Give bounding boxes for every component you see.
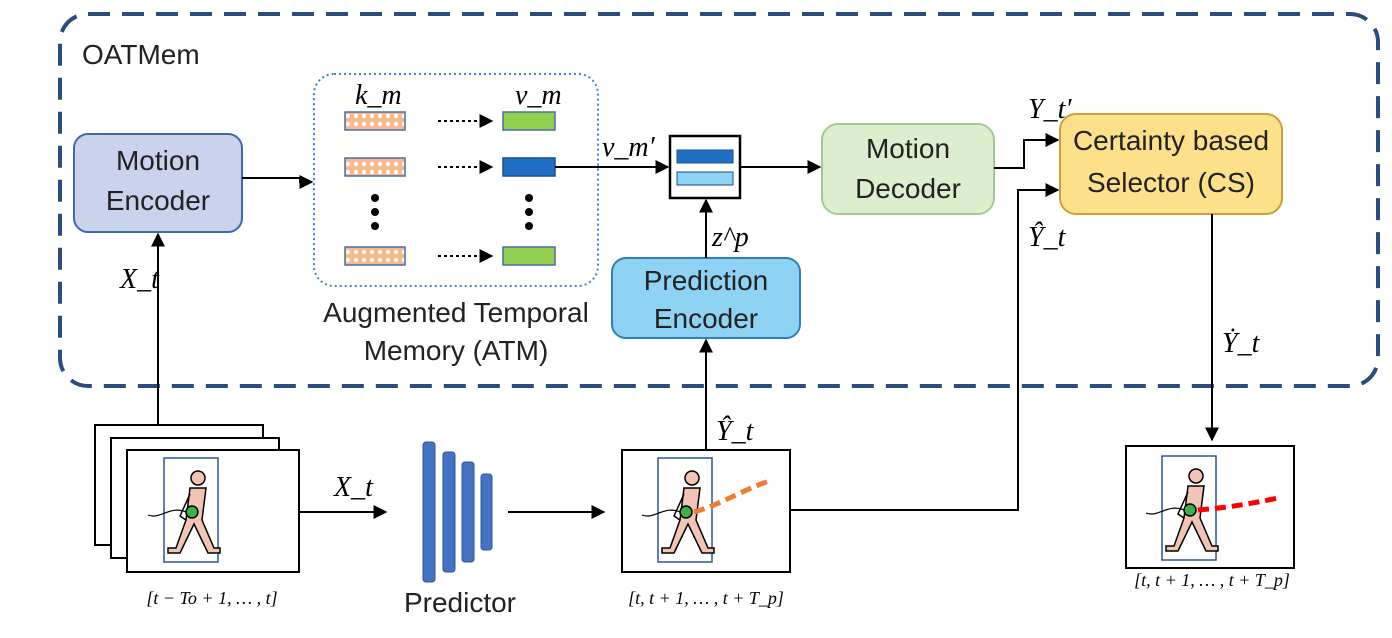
prediction-encoder-box: Prediction Encoder [611,257,801,339]
x-t-encoder-label: X_t [119,264,160,295]
motion-decoder-label-2: Decoder [855,173,961,204]
output-frame [1125,445,1295,569]
selected-trajectory [1197,495,1279,513]
atm-key-cell-1 [344,111,406,131]
atm-value-cell-2 [502,157,556,177]
prediction-to-selector-arrow [790,183,1060,511]
encoder-to-atm-arrow [242,175,314,189]
pedestrian-icon [147,470,221,554]
atm-ellipsis-values [525,194,533,230]
atm-value-cell-1 [502,111,556,131]
prediction-encoder-label-2: Encoder [654,303,758,334]
pedestrian-icon [1145,468,1219,552]
y-prime-label: Y_t′ [1028,94,1072,125]
oatmem-container [58,12,1380,388]
concat-block [668,134,742,200]
atm-key-cell-3 [344,246,406,266]
y-hat-predenc-label: Ŷ_t [716,416,755,447]
atm-value-label: v_m [515,80,562,111]
atm-key-cell-2 [344,157,406,177]
x-t-predictor-label: X_t [333,472,374,503]
atm-box [313,73,599,287]
motion-encoder-label-2: Encoder [106,185,210,216]
decoder-to-selector-arrow [994,133,1060,169]
prediction-encoder-label-1: Prediction [644,265,769,296]
motion-decoder-box: Motion Decoder [821,123,995,215]
atm-value-cell-3 [502,246,556,266]
v-m-prime-label: v_m′ [602,132,656,163]
motion-encoder-label-1: Motion [116,145,200,176]
predictor-network [422,441,493,583]
output-range-label: [t, t + 1, … , t + T_p] [1134,570,1290,590]
selector-label-2: Selector (CS) [1087,167,1255,198]
y-hat-selector-label: Ŷ_t [1028,222,1067,253]
atm-caption-2: Memory (ATM) [364,335,549,366]
atm-caption-1: Augmented Temporal [323,297,589,328]
pedestrian-icon [641,470,715,554]
atm-ellipsis-keys [371,194,379,230]
y-dot-label: Ẏ_t [1222,328,1261,359]
oatmem-title: OATMem [82,39,200,70]
selector-label-1: Certainty based [1073,125,1269,156]
z-p-label: z^p [711,222,749,253]
motion-encoder-box: Motion Encoder [73,133,243,233]
atm-key-label: k_m [355,80,402,111]
input-frames [94,424,300,573]
predicted-trajectory [693,477,773,515]
prediction-range-label: [t, t + 1, … , t + T_p] [628,588,784,608]
prediction-frame [621,449,791,573]
motion-decoder-label-1: Motion [866,133,950,164]
selector-box: Certainty based Selector (CS) [1059,113,1283,215]
input-range-label: [t − To + 1, … , t] [146,588,277,608]
predictor-label: Predictor [404,587,516,618]
